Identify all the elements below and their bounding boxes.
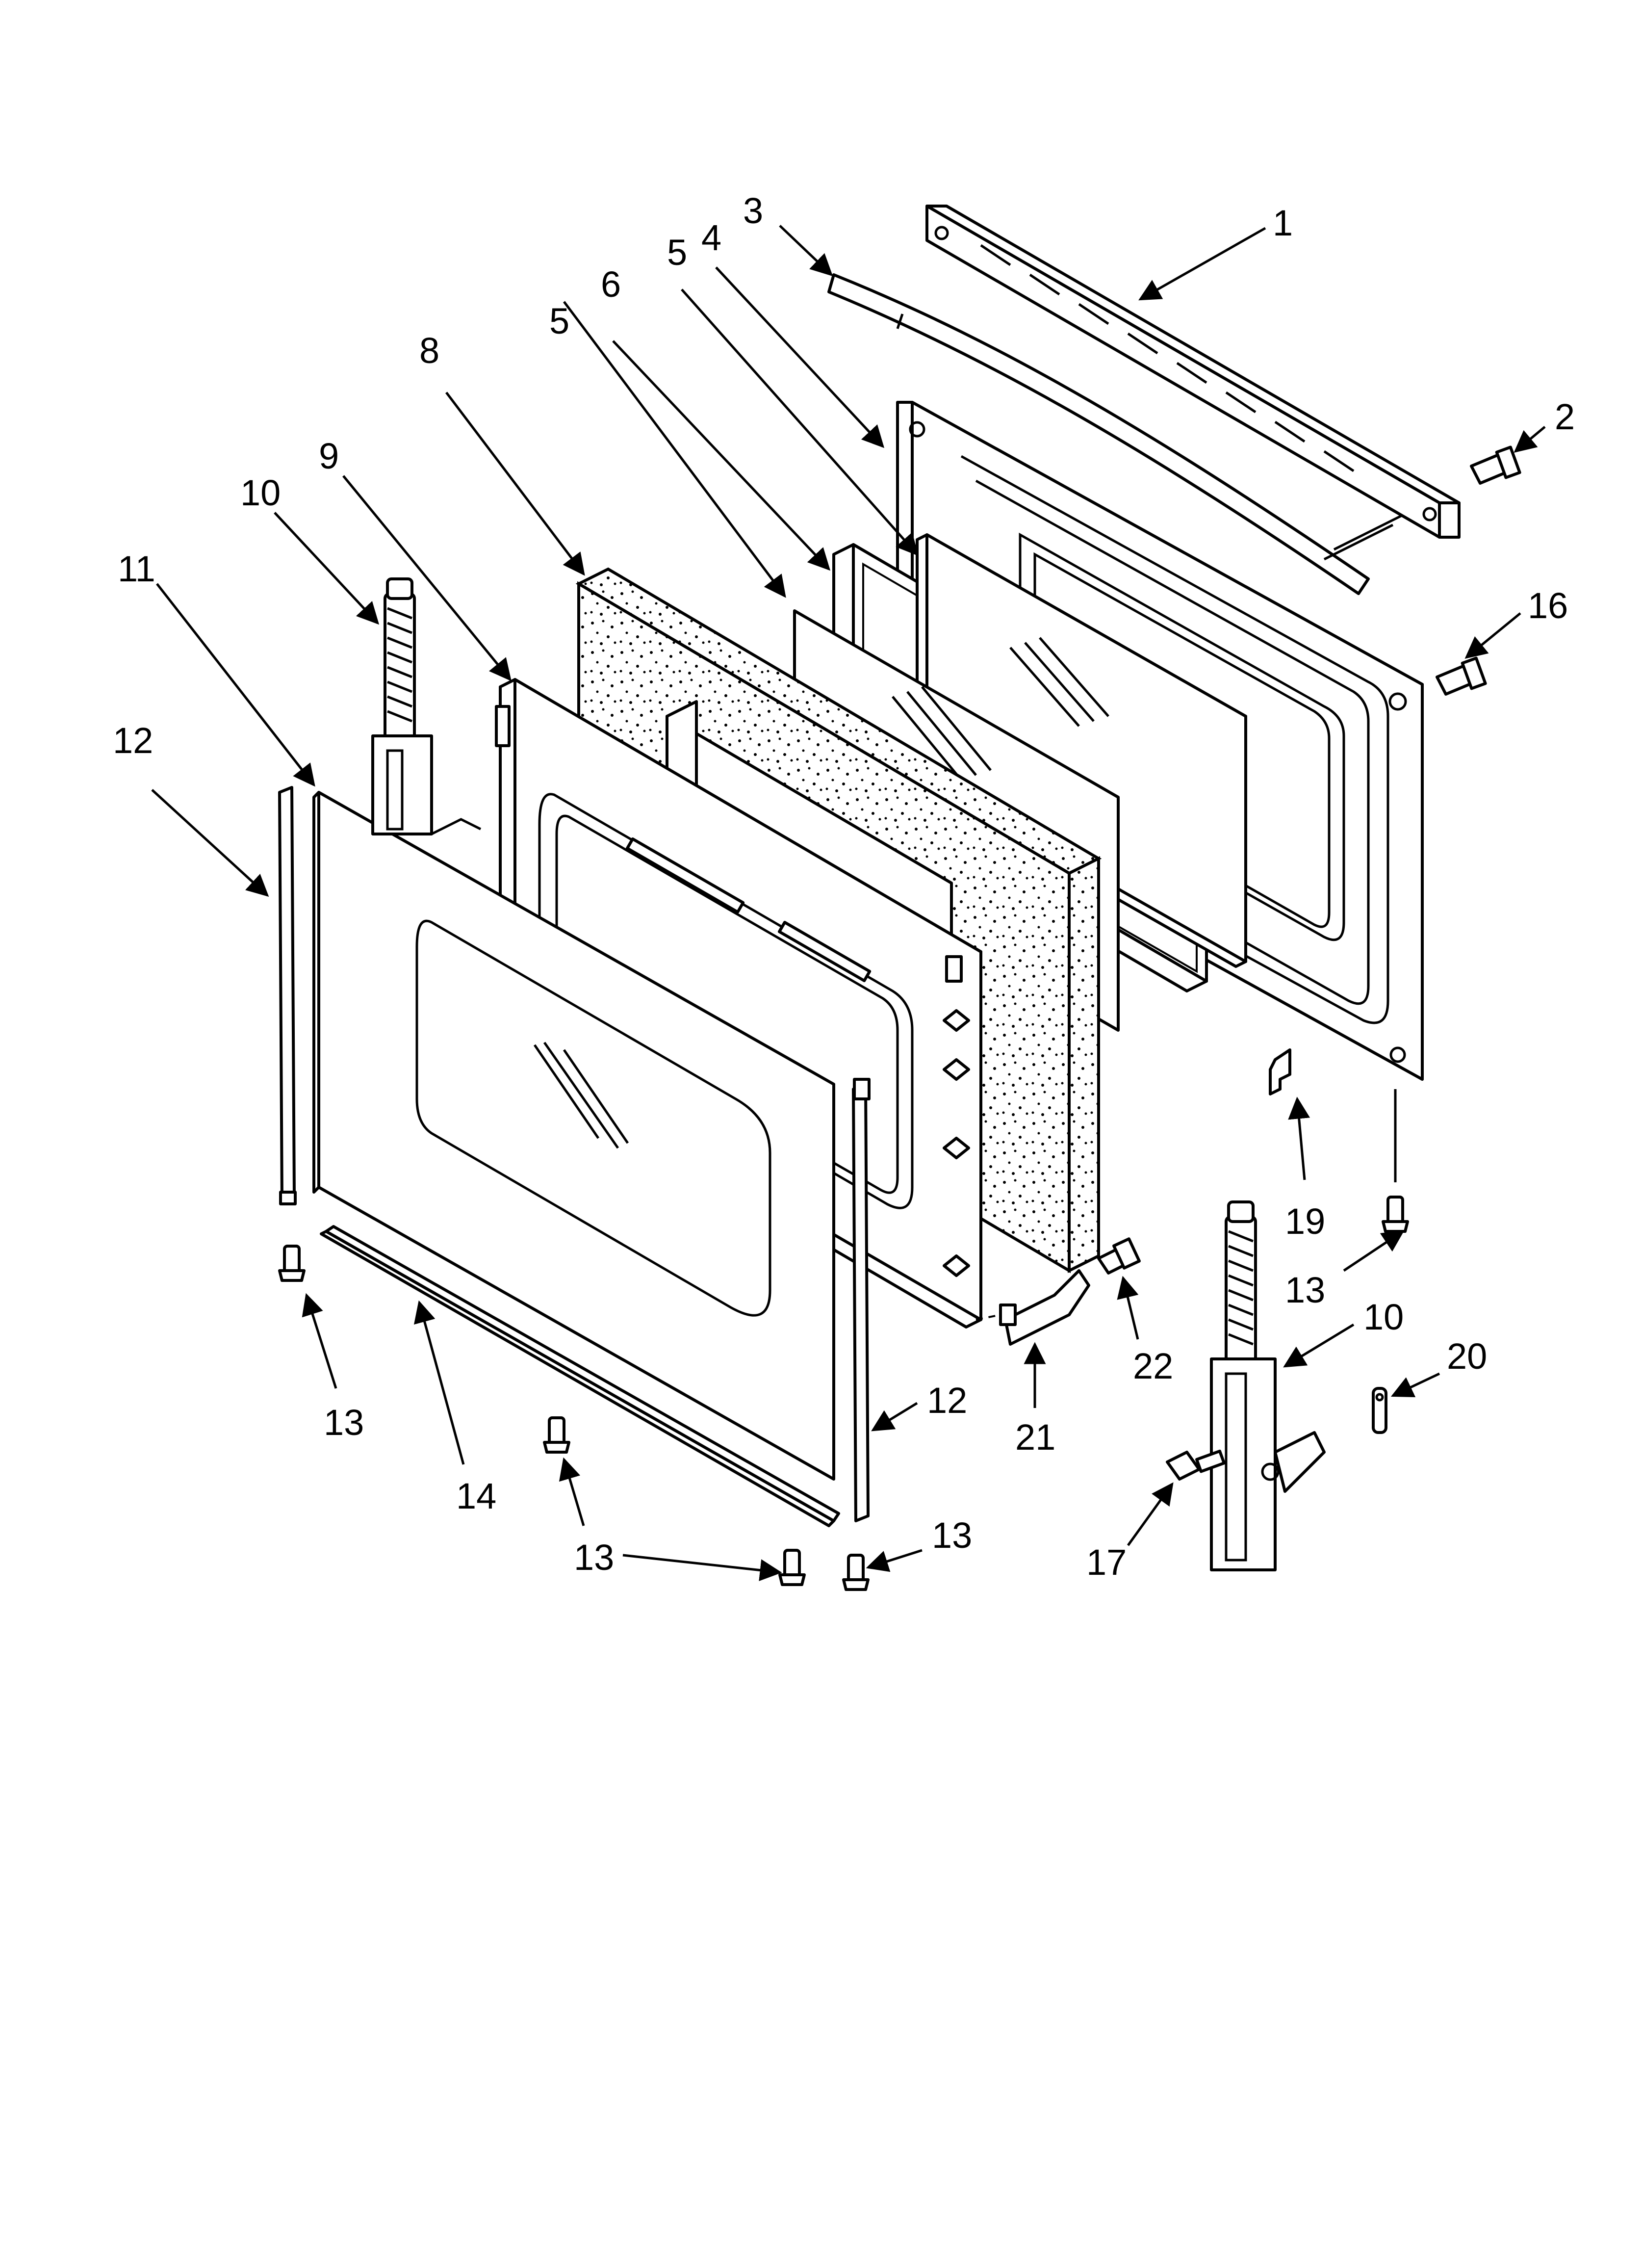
control-panel-trim-part <box>925 205 1461 539</box>
callout-labels: 1 2 3 4 5 5 6 8 9 10 11 12 16 12 19 13 2… <box>113 190 1575 1583</box>
clip-part <box>1269 1048 1291 1095</box>
callout-2: 2 <box>1555 396 1575 437</box>
screw-13-left-part <box>278 1245 306 1282</box>
callout-21: 21 <box>1015 1417 1055 1458</box>
callout-10-bottom: 10 <box>1363 1297 1404 1337</box>
callout-13-right: 13 <box>1285 1270 1325 1310</box>
outer-door-panel-part <box>312 791 835 1481</box>
callout-13-bottom-right: 13 <box>932 1515 972 1556</box>
callout-13-left: 13 <box>324 1402 364 1443</box>
screw-13-bottom-part <box>778 1549 806 1586</box>
callout-11: 11 <box>118 548 155 589</box>
callout-9: 9 <box>319 436 339 476</box>
screw-13-bottom-right-part <box>842 1554 870 1591</box>
side-trim-left-part <box>278 786 297 1205</box>
callout-10-top: 10 <box>240 472 281 513</box>
callout-14: 14 <box>456 1476 496 1516</box>
screw-13-right-part <box>1382 1089 1409 1233</box>
bracket-part <box>975 1269 1090 1346</box>
callout-22: 22 <box>1133 1346 1173 1386</box>
callout-4: 4 <box>701 217 721 258</box>
callout-1: 1 <box>1273 203 1293 243</box>
callout-19: 19 <box>1285 1201 1325 1242</box>
callout-5-lower: 5 <box>549 301 569 341</box>
hinge-top-part <box>371 577 482 835</box>
callout-16: 16 <box>1528 585 1568 626</box>
callout-6: 6 <box>601 264 621 305</box>
hinge-bottom-part <box>1210 1200 1326 1571</box>
screw-16-part <box>1436 656 1487 696</box>
screw-22-part <box>1097 1237 1141 1275</box>
side-trim-right-part <box>852 1078 871 1522</box>
screw-13-mid-part <box>543 1416 570 1454</box>
callout-20: 20 <box>1447 1336 1487 1377</box>
callout-3: 3 <box>743 190 763 231</box>
callout-8: 8 <box>419 330 439 371</box>
callout-13-bottom-mid: 13 <box>574 1537 614 1578</box>
callout-17: 17 <box>1086 1542 1127 1583</box>
screw-17-part <box>1166 1449 1226 1481</box>
screw-2-part <box>1470 445 1521 485</box>
callout-12-left: 12 <box>113 720 153 761</box>
hinge-pin-part <box>1372 1387 1387 1434</box>
callout-5-upper: 5 <box>667 232 687 273</box>
door-handle-part <box>827 273 1404 595</box>
bottom-trim-part <box>320 1225 840 1527</box>
callout-12-right: 12 <box>927 1380 967 1421</box>
leader-lines <box>151 225 1546 1581</box>
